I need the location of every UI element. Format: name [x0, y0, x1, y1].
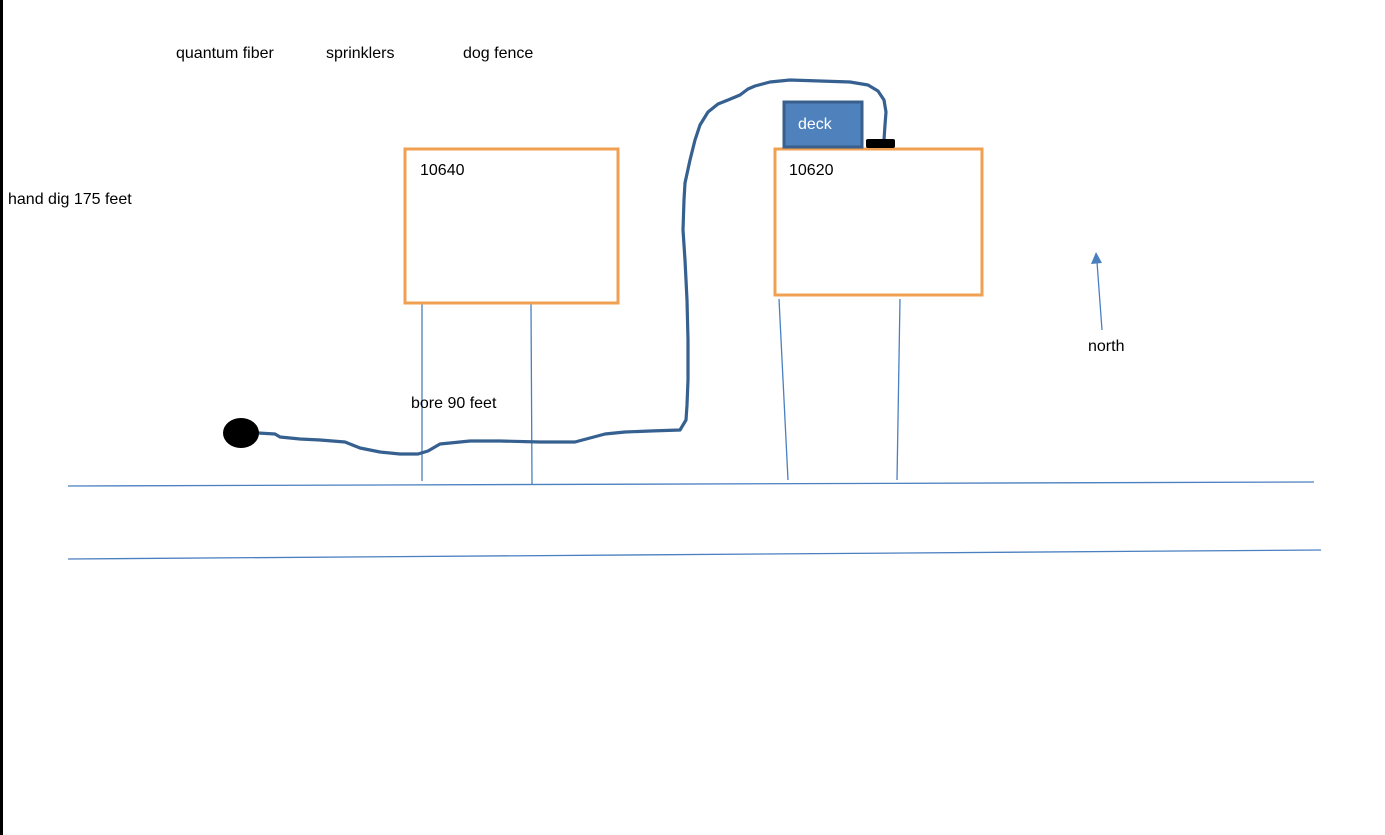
legend-dog-fence: dog fence: [463, 45, 534, 62]
legend-sprinklers: sprinklers: [326, 45, 395, 62]
deck-label: deck: [798, 116, 832, 133]
street-line-upper: [67, 481, 1315, 487]
page-left-border: [0, 0, 3, 835]
bore-note: bore 90 feet: [411, 395, 497, 412]
north-arrow-head: [1091, 252, 1102, 264]
property-line-10620-left: [778, 298, 789, 481]
house-number-10640: 10640: [420, 162, 465, 179]
cable-route: [256, 78, 888, 456]
house-10640-outline: [403, 147, 620, 305]
house-number-10620: 10620: [789, 162, 834, 179]
end-connector-marker: [866, 139, 895, 148]
street-line-lower: [67, 549, 1322, 560]
house-10620-outline: [773, 147, 984, 297]
deck-box: [782, 100, 864, 149]
legend-quantum-fiber: quantum fiber: [176, 45, 274, 62]
hand-dig-note: hand dig 175 feet: [8, 191, 132, 208]
start-point-marker: [223, 418, 259, 448]
north-label: north: [1088, 338, 1125, 355]
property-line-10640-right: [530, 303, 533, 485]
north-arrow-shaft: [1096, 261, 1103, 331]
property-line-10620-right: [896, 298, 901, 481]
